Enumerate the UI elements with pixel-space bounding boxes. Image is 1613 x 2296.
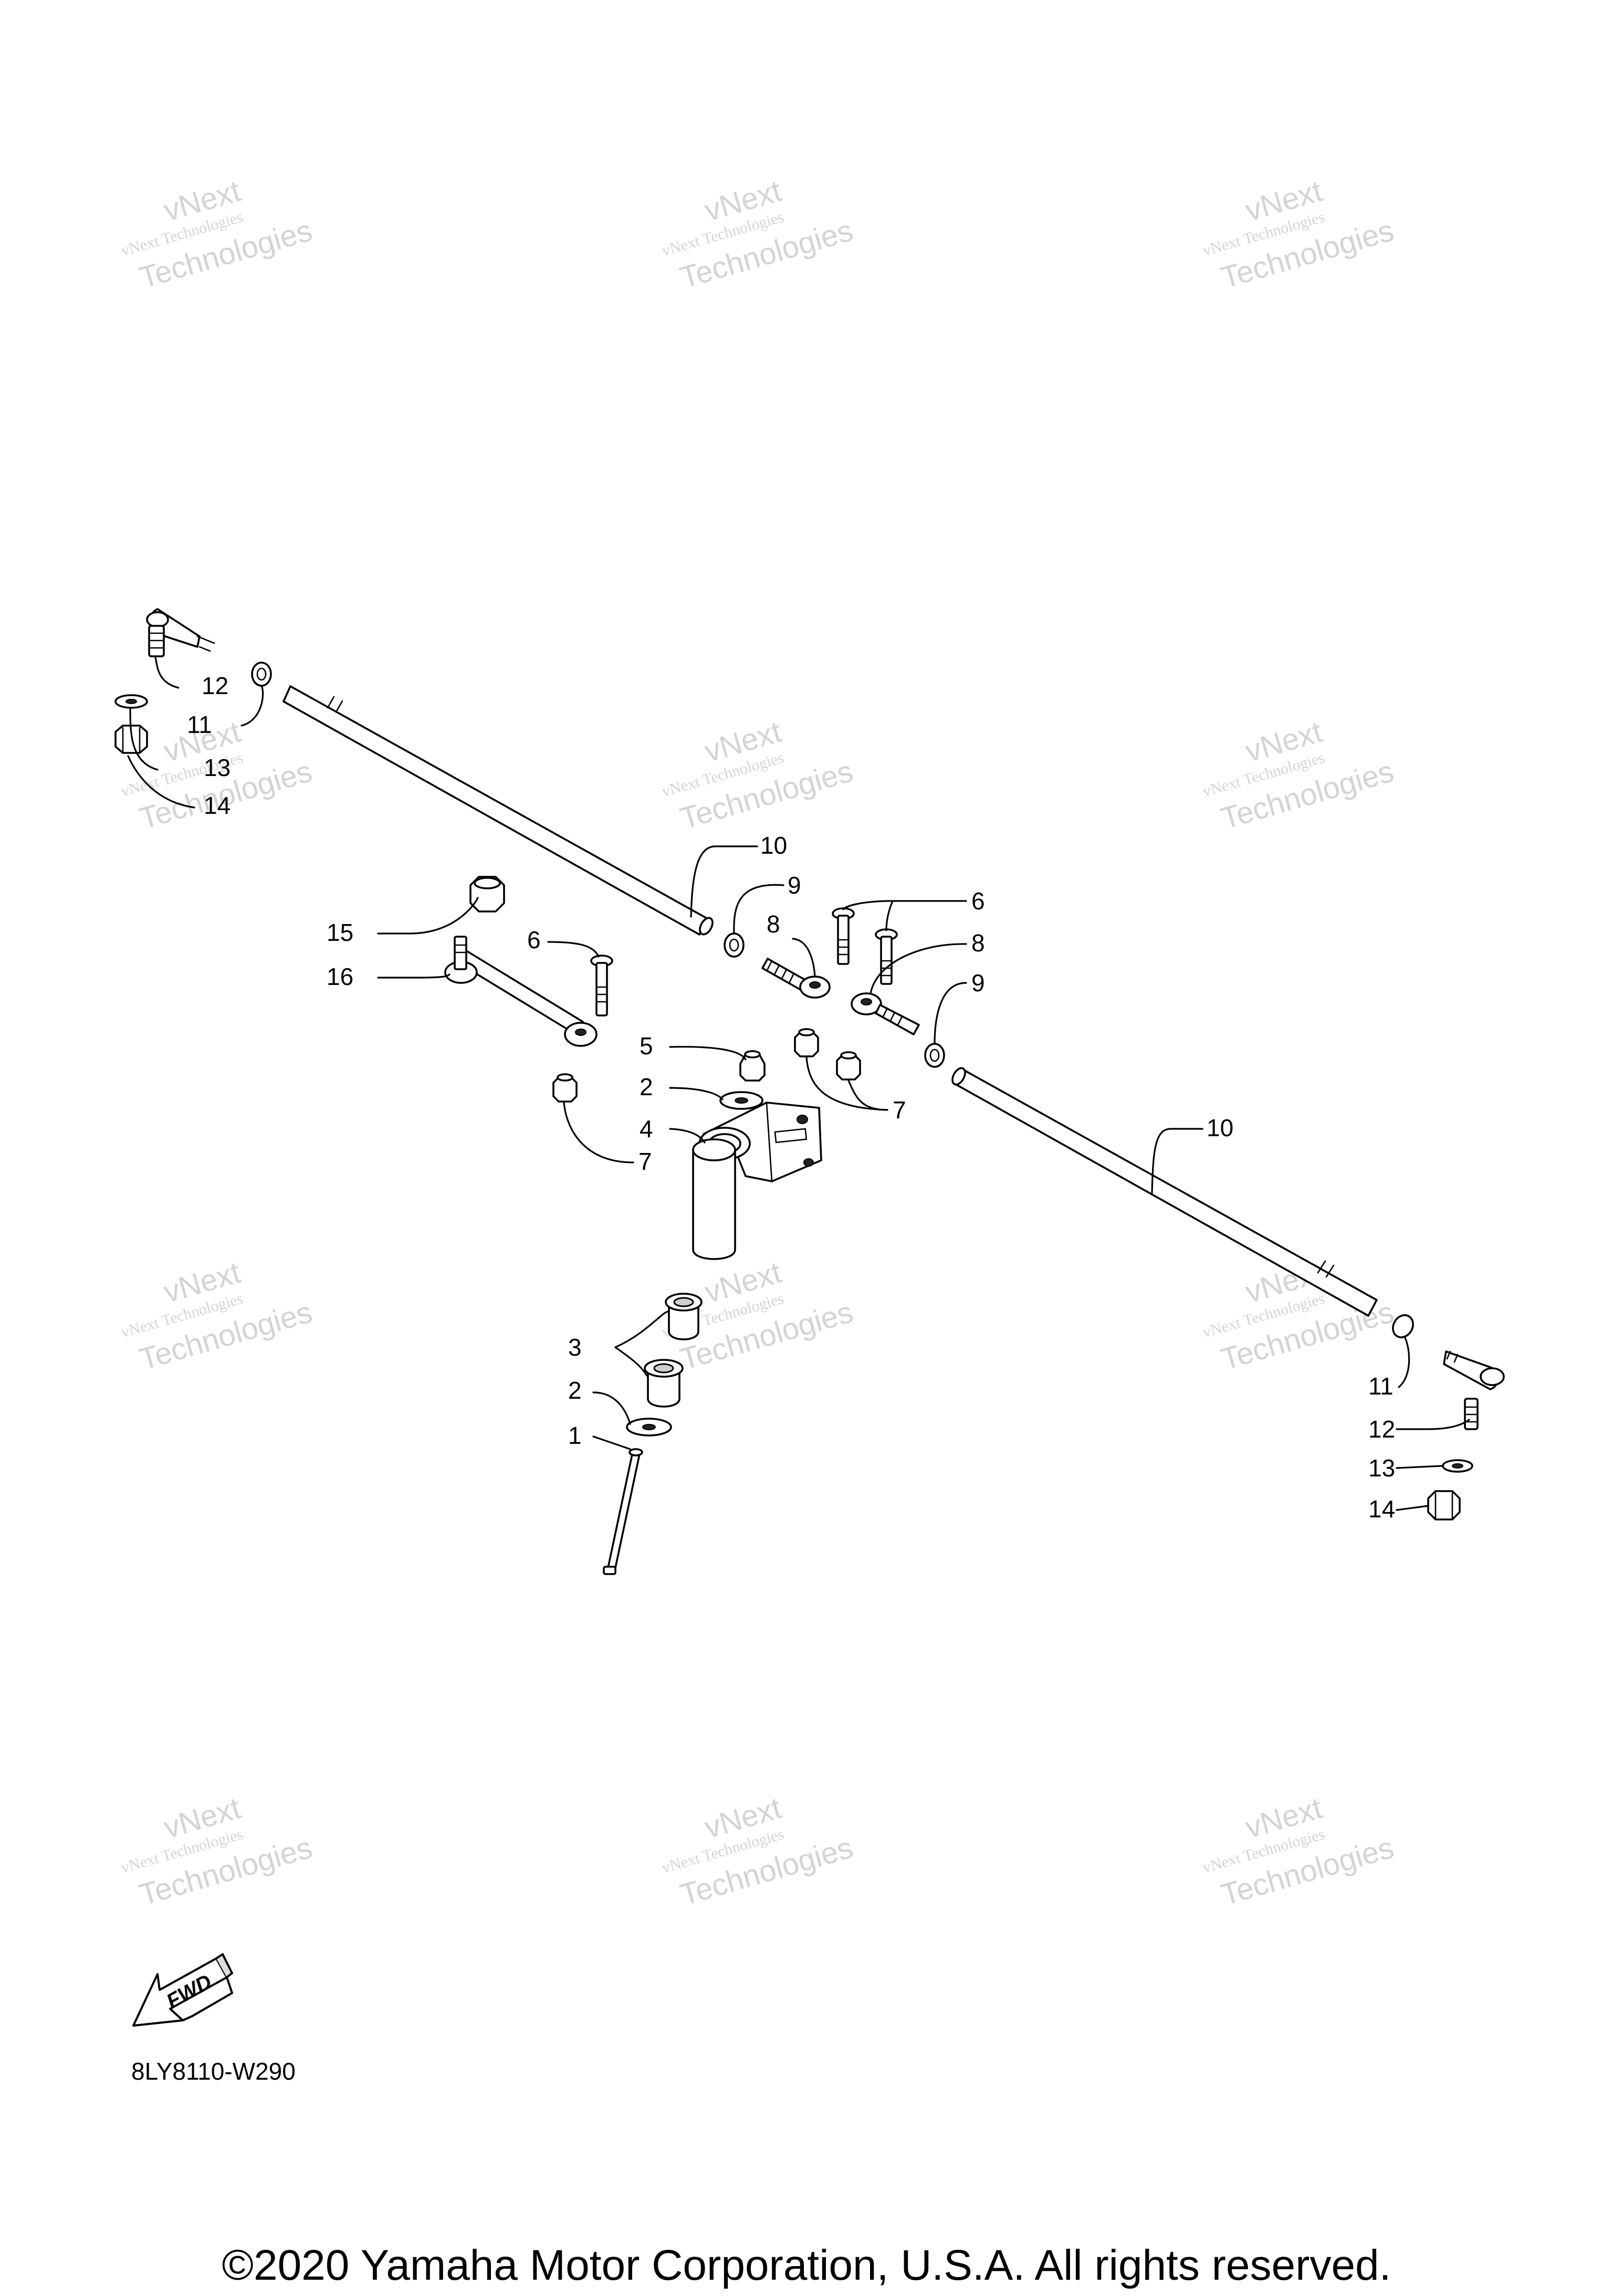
callout-8: 8 — [971, 929, 985, 957]
watermark: vNext Technologies vNext Technologies — [660, 174, 857, 295]
callout-13: 13 — [204, 754, 231, 781]
bushing-11-left — [251, 662, 272, 687]
leader-lines — [127, 656, 1470, 1511]
bushing-9-left — [724, 932, 745, 958]
bolt-6-center-b — [875, 928, 898, 985]
callout-2: 2 — [640, 1073, 653, 1100]
callout-14: 14 — [204, 792, 231, 819]
callout-15: 15 — [327, 919, 353, 946]
tie-rod-end-right-outer — [1392, 1314, 1505, 1430]
callout-6: 6 — [971, 887, 985, 915]
watermark: vNext Technologies vNext Technologies — [119, 1791, 316, 1912]
bolt-6-center-a — [832, 907, 855, 965]
watermarks: vNext Technologies vNext Technologies vN… — [119, 174, 1398, 1912]
callout-7: 7 — [893, 1096, 906, 1124]
bushing-3-upper — [665, 1293, 703, 1340]
callout-16: 16 — [327, 963, 353, 990]
tie-rod-end-left-outer — [146, 608, 215, 657]
callout-10: 10 — [1207, 1114, 1233, 1141]
watermark: vNext Technologies vNext Technologies — [1201, 174, 1398, 295]
watermark: vNext Technologies vNext Technologies — [1201, 715, 1398, 836]
bolt-6-pitman — [590, 955, 613, 1016]
nut-7-center-b — [836, 1051, 861, 1081]
callouts: 12 11 13 14 10 9 8 6 8 9 7 15 16 6 7 5 2… — [187, 672, 1395, 1523]
callout-12: 12 — [1368, 1416, 1395, 1443]
callout-11: 11 — [1368, 1372, 1394, 1400]
callout-8: 8 — [767, 910, 780, 938]
diagram-part-code: 8LY8110-W290 — [131, 2058, 296, 2085]
callout-10: 10 — [760, 832, 787, 859]
nut-5 — [739, 1050, 766, 1082]
tie-rod-end-inner-right — [851, 992, 920, 1035]
bracket-4 — [692, 1102, 822, 1260]
nut-15 — [469, 876, 505, 913]
nut-14-right — [1427, 1490, 1461, 1521]
pitman-arm-16 — [444, 936, 598, 1047]
callout-6: 6 — [527, 926, 541, 953]
nut-7-center-a — [794, 1028, 819, 1057]
callout-9: 9 — [971, 969, 985, 997]
callout-13: 13 — [1368, 1454, 1395, 1482]
tie-rod-left — [282, 685, 714, 936]
watermark: vNext Technologies vNext Technologies — [119, 174, 316, 295]
callout-11: 11 — [187, 711, 212, 738]
watermark: vNext Technologies vNext Technologies — [660, 1791, 857, 1912]
bushing-9-right — [924, 1043, 945, 1068]
callout-2: 2 — [568, 1377, 582, 1404]
fwd-arrow-icon: FWD — [132, 1953, 233, 2027]
nut-14-left — [114, 725, 148, 754]
callout-3: 3 — [568, 1334, 582, 1361]
watermark: vNext Technologies vNext Technologies — [1201, 1791, 1398, 1912]
callout-5: 5 — [640, 1032, 653, 1060]
nut-7-pitman — [552, 1073, 578, 1103]
callout-4: 4 — [640, 1115, 653, 1142]
callout-12: 12 — [202, 672, 228, 699]
tie-rod-end-inner-left — [761, 958, 831, 999]
callout-9: 9 — [788, 872, 801, 899]
callout-1: 1 — [568, 1422, 582, 1449]
callout-7: 7 — [638, 1148, 652, 1175]
bolt-1 — [603, 1448, 643, 1575]
tie-rod-right — [951, 1067, 1378, 1317]
watermark: vNext Technologies vNext Technologies — [660, 715, 857, 836]
bushing-3-lower — [644, 1359, 684, 1408]
watermark: vNext Technologies vNext Technologies — [119, 1255, 316, 1377]
callout-14: 14 — [1368, 1495, 1395, 1523]
copyright-notice: ©2020 Yamaha Motor Corporation, U.S.A. A… — [222, 2241, 1391, 2289]
